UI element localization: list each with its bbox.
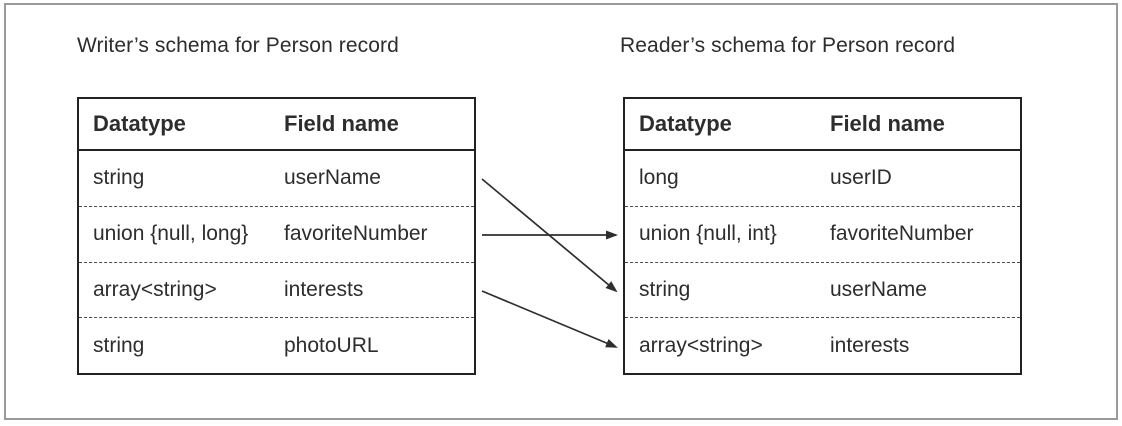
datatype-cell: union {null, int}	[639, 222, 777, 246]
reader-schema-title: Reader’s schema for Person record	[620, 34, 956, 57]
datatype-cell: string	[639, 277, 691, 301]
reader-row-userName: string userName	[625, 261, 1020, 318]
field-name-cell: interests	[284, 277, 364, 301]
reader-row-interests: array<string> interests	[625, 317, 1020, 373]
datatype-cell: string	[93, 333, 145, 357]
datatype-column-header: Datatype	[639, 111, 732, 136]
writer-row-interests: array<string> interests	[79, 261, 474, 318]
reader-row-favoriteNumber: union {null, int} favoriteNumber	[625, 205, 1020, 262]
datatype-cell: string	[93, 166, 145, 190]
field-name-cell: photoURL	[284, 333, 379, 357]
datatype-cell: array<string>	[93, 277, 217, 301]
field-name-cell: interests	[830, 333, 910, 357]
reader-table-header: Datatype Field name	[625, 99, 1020, 151]
datatype-cell: long	[639, 166, 679, 190]
field-name-column-header: Field name	[284, 111, 399, 136]
field-name-cell: userName	[284, 166, 381, 190]
writer-schema-title: Writer’s schema for Person record	[77, 34, 399, 57]
field-name-cell: favoriteNumber	[284, 222, 428, 246]
writer-table-header: Datatype Field name	[79, 99, 474, 151]
writer-row-photoURL: string photoURL	[79, 317, 474, 373]
writer-row-favoriteNumber: union {null, long} favoriteNumber	[79, 205, 474, 262]
writer-row-userName: string userName	[79, 151, 474, 206]
reader-row-userID: long userID	[625, 151, 1020, 206]
datatype-column-header: Datatype	[93, 111, 186, 136]
datatype-cell: array<string>	[639, 333, 763, 357]
field-name-cell: favoriteNumber	[830, 222, 974, 246]
reader-schema-table: Datatype Field name long userID union {n…	[623, 97, 1022, 375]
field-name-cell: userName	[830, 277, 927, 301]
writer-schema-table: Datatype Field name string userName unio…	[77, 97, 476, 375]
field-name-column-header: Field name	[830, 111, 945, 136]
datatype-cell: union {null, long}	[93, 222, 249, 246]
field-name-cell: userID	[830, 166, 892, 190]
